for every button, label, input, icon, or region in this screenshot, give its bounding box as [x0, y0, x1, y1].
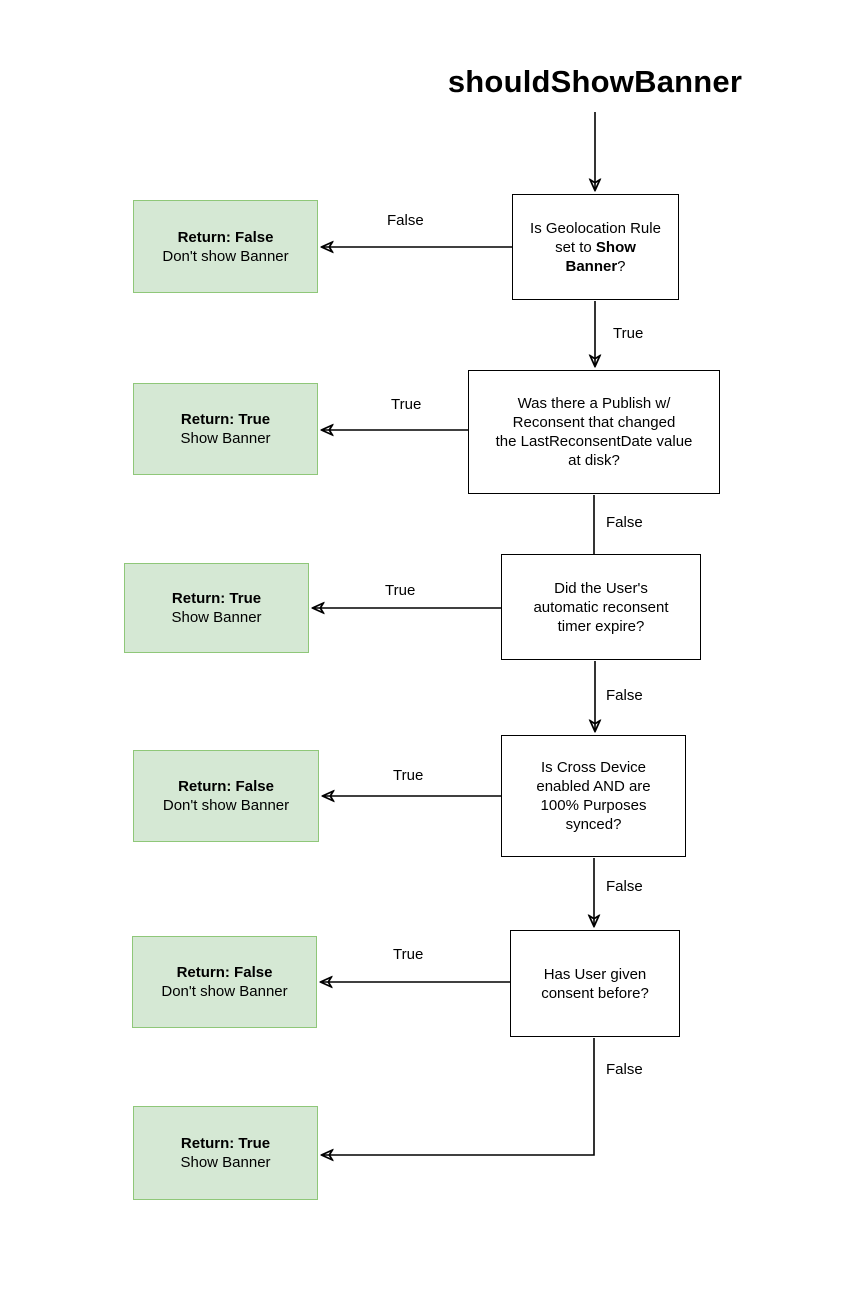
decision-publish-reconsent: Was there a Publish w/ Reconsent that ch… — [468, 370, 720, 494]
edge-label-false: False — [605, 1061, 644, 1079]
edge-label-true: True — [612, 325, 645, 343]
result-subtext: Don't show Banner — [162, 797, 290, 814]
edge-label-false: False — [605, 687, 644, 705]
edge-label-true: True — [390, 396, 423, 414]
edge-label-false: False — [386, 212, 425, 230]
decision-cross-device: Is Cross Device enabled AND are 100% Pur… — [501, 735, 686, 857]
result-return-false-2: Return: False Don't show Banner — [133, 750, 319, 842]
decision-geolocation-rule-text: Is Geolocation Rule set to Show Banner? — [530, 219, 661, 275]
result-subtext: Show Banner — [180, 430, 271, 447]
decision-reconsent-timer: Did the User's automatic reconsent timer… — [501, 554, 701, 660]
result-return-true-3: Return: True Show Banner — [133, 1106, 318, 1200]
result-label: Return: True — [180, 411, 271, 428]
decision-consent-before-text: Has User given consent before? — [541, 965, 649, 1002]
result-label: Return: True — [180, 1135, 271, 1152]
result-label: Return: False — [178, 778, 274, 795]
result-subtext: Show Banner — [171, 609, 262, 626]
decision-publish-reconsent-text: Was there a Publish w/ Reconsent that ch… — [495, 395, 693, 469]
edge-label-true: True — [392, 946, 425, 964]
result-label: Return: False — [176, 964, 273, 981]
result-subtext: Don't show Banner — [161, 983, 288, 1000]
edge-label-false: False — [605, 878, 644, 896]
decision-cross-device-text: Is Cross Device enabled AND are 100% Pur… — [536, 759, 651, 833]
result-return-false-3: Return: False Don't show Banner — [132, 936, 317, 1028]
page-title: shouldShowBanner — [447, 64, 743, 99]
decision-reconsent-timer-text: Did the User's automatic reconsent timer… — [533, 579, 669, 635]
result-return-true-2: Return: True Show Banner — [124, 563, 309, 653]
result-subtext: Show Banner — [180, 1154, 271, 1171]
result-return-false-1: Return: False Don't show Banner — [133, 200, 318, 293]
result-label: Return: False — [177, 228, 274, 246]
result-subtext: Don't show Banner — [162, 247, 289, 265]
result-label: Return: True — [171, 590, 262, 607]
decision-consent-before: Has User given consent before? — [510, 930, 680, 1037]
edge-label-true: True — [392, 767, 425, 785]
edge-consent-before-to-return-true-3 — [322, 1038, 595, 1155]
edge-label-true: True — [384, 582, 417, 600]
result-return-true-1: Return: True Show Banner — [133, 383, 318, 475]
edge-label-false: False — [605, 514, 644, 532]
decision-geolocation-rule: Is Geolocation Rule set to Show Banner? — [512, 194, 679, 300]
